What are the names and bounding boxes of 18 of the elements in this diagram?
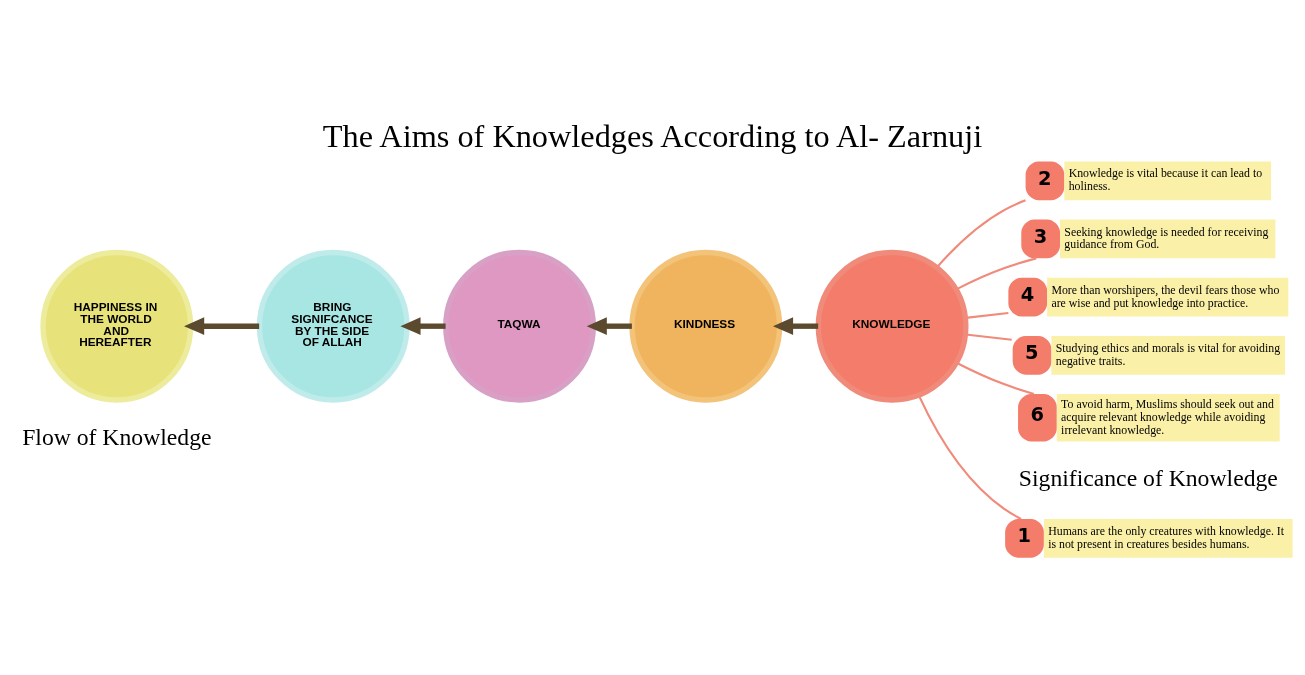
node-circle: TAQWA [443, 249, 596, 403]
node-circle: HAPPINESS IN THE WORLD AND HEREAFTER [40, 249, 194, 403]
connector [965, 333, 1012, 341]
connector [917, 394, 1022, 520]
connector [955, 257, 1037, 291]
connector [955, 361, 1035, 395]
node-circle: BRING SIGNIFCANCE BY THE SIDE OF ALLAH [256, 249, 410, 403]
node-circle: KNOWLEDGE [815, 249, 969, 403]
connector [965, 311, 1009, 319]
diagram-title: The Aims of Knowledges According to Al- Zarnuji [322, 118, 983, 155]
node-circle: KINDNESS [629, 249, 783, 403]
label: Flow of Knowledge [22, 424, 212, 451]
connector [936, 199, 1026, 269]
arrow [184, 317, 260, 335]
arrow [772, 317, 819, 335]
arrow [400, 317, 446, 335]
arrow [586, 317, 632, 335]
label: Significance of Knowledge [1018, 465, 1278, 492]
